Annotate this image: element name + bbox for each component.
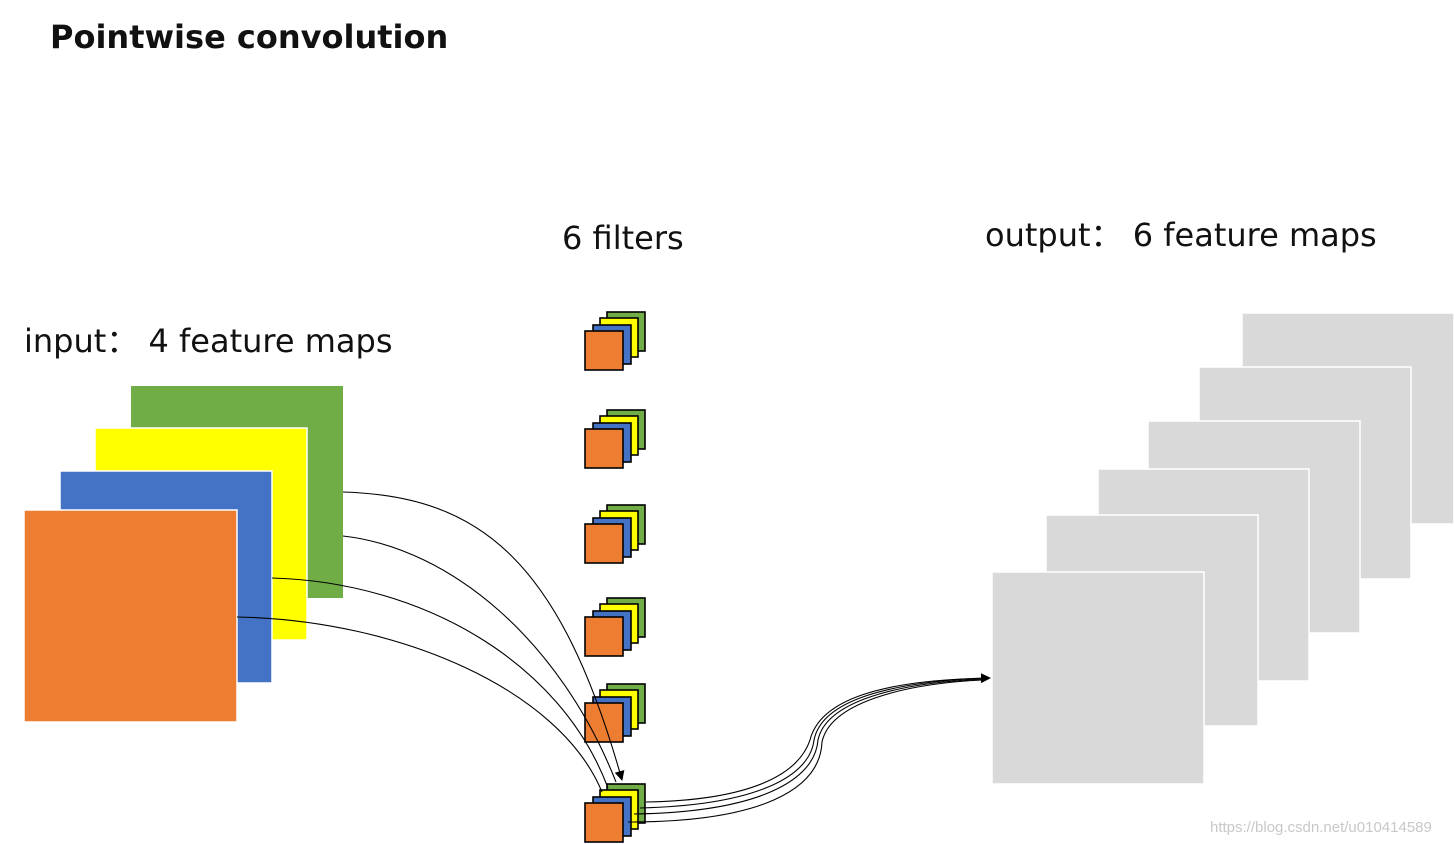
filter-4-channel-1 bbox=[584, 616, 624, 657]
connection-line bbox=[342, 535, 617, 783]
connection-line bbox=[271, 577, 609, 789]
filter-1-channel-1 bbox=[584, 330, 624, 371]
filter-6-channel-1 bbox=[584, 802, 624, 843]
output-feature-map-1 bbox=[991, 571, 1205, 785]
connection-line bbox=[236, 616, 603, 793]
filter-stack-1 bbox=[584, 311, 646, 371]
filter-stack-5 bbox=[584, 683, 646, 743]
filter-to-output-connections bbox=[627, 673, 991, 823]
connection-line bbox=[627, 679, 983, 823]
diagram-title: Pointwise convolution bbox=[50, 18, 448, 56]
filter-stack-6 bbox=[584, 783, 646, 843]
connection-line bbox=[633, 678, 985, 815]
input-label: input： 4 feature maps bbox=[24, 322, 393, 360]
filter-2-channel-1 bbox=[584, 428, 624, 469]
filter-3-channel-1 bbox=[584, 523, 624, 564]
input-to-filter-connections bbox=[236, 491, 625, 793]
output-feature-maps bbox=[991, 312, 1454, 785]
connection-line bbox=[645, 673, 991, 803]
input-feature-map-1 bbox=[23, 509, 238, 723]
filter-stack-3 bbox=[584, 504, 646, 564]
filters-label: 6 filters bbox=[562, 219, 684, 257]
filter-stacks bbox=[584, 311, 646, 843]
watermark-text: https://blog.csdn.net/u010414589 bbox=[1210, 819, 1432, 836]
connection-line bbox=[639, 677, 987, 809]
filter-stack-4 bbox=[584, 597, 646, 657]
output-label: output： 6 feature maps bbox=[985, 216, 1377, 254]
filter-stack-2 bbox=[584, 409, 646, 469]
connection-line bbox=[342, 491, 625, 781]
input-feature-maps bbox=[23, 386, 343, 723]
